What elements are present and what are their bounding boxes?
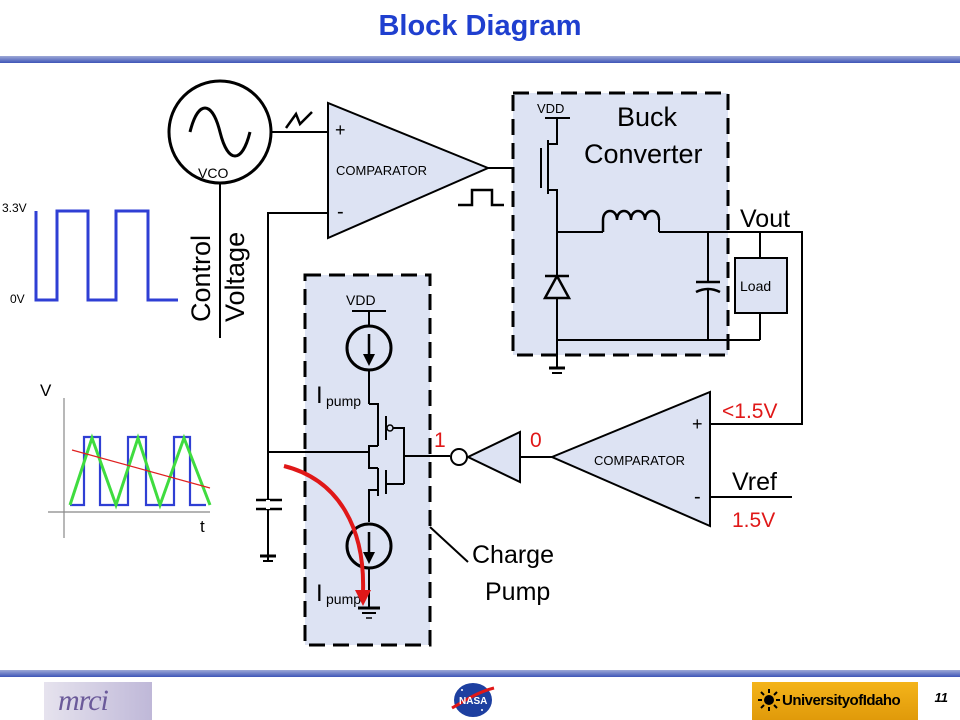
cp-vdd-label: VDD <box>346 292 376 308</box>
inverter-triangle <box>465 430 521 484</box>
vref-value: 1.5V <box>732 509 775 532</box>
square-wave-trace <box>34 209 178 302</box>
ipump-top-sub: pump <box>326 393 361 409</box>
vco-label: VCO <box>198 165 228 181</box>
cp-nmos-bottom <box>368 489 378 522</box>
charge-pump-dashed-box <box>303 273 432 647</box>
buck-converter-block: Buck Converter VDD Load <box>511 91 803 425</box>
sawtooth-icon <box>284 111 313 129</box>
pmos-source <box>548 189 558 232</box>
bottom-comparator-label: COMPARATOR <box>594 453 685 468</box>
ipump-bottom-sub: pump <box>326 591 361 607</box>
mrci-logo: mrci <box>44 682 152 720</box>
top-comparator-plus: + <box>335 120 346 140</box>
square-wave-low-label: 0V <box>10 292 25 306</box>
loop-wire-mask <box>266 500 270 509</box>
slide-number: 11 <box>934 690 949 705</box>
square-wave-plot: 3.3V 0V <box>2 201 178 306</box>
minus-input-wire <box>267 212 328 560</box>
svg-text:NASA: NASA <box>459 696 487 707</box>
university-of-idaho-logo: UniversityofIdaho <box>752 682 918 720</box>
t-axis-label: t <box>200 517 205 536</box>
slide-title: Block Diagram <box>378 10 582 42</box>
buck-dashed-box <box>511 91 730 357</box>
vout-label: Vout <box>740 205 790 233</box>
bottom-divider-band <box>0 670 960 677</box>
ipump-top-I: I <box>316 382 323 409</box>
vout-feedback-wire <box>710 231 803 425</box>
top-comparator-label: COMPARATOR <box>336 163 427 178</box>
sun-icon <box>758 689 780 711</box>
bottom-current-arrow-head <box>363 552 375 564</box>
cp-gate-wire-top <box>393 427 405 484</box>
top-comparator: + - COMPARATOR <box>267 101 540 560</box>
ipump-bottom-I: I <box>316 580 323 607</box>
loop-filter-capacitor <box>256 498 282 562</box>
triangle-trace <box>68 433 212 510</box>
charge-pump-title-line2: Pump <box>485 578 550 606</box>
sine-icon <box>188 106 252 158</box>
inductor-icon <box>601 209 661 232</box>
vref-label: Vref <box>732 468 777 496</box>
inverter-bubble <box>450 448 468 466</box>
inverter-output-label: 1 <box>434 429 446 452</box>
inverter: 1 0 <box>434 429 552 484</box>
vco-block: VCO Control Voltage <box>167 79 273 338</box>
comparator-output-label: 0 <box>530 429 542 452</box>
cp-output-node <box>368 445 378 469</box>
mrci-logo-text: mrci <box>58 684 109 717</box>
load-label: Load <box>740 278 771 294</box>
buck-title-line2: Converter <box>584 139 703 169</box>
charge-pump-block: VDD I pump I pump <box>268 273 554 647</box>
pulse-icon <box>458 188 504 207</box>
bottom-comparator: + - COMPARATOR <1.5V Vref 1.5V <box>549 390 792 532</box>
buck-vdd-label: VDD <box>537 101 564 116</box>
nasa-logo: NASA <box>451 683 495 717</box>
comparator-input-label: <1.5V <box>722 400 777 423</box>
square-wave-high-label: 3.3V <box>2 201 27 215</box>
discharge-arrow-head <box>355 590 371 606</box>
control-voltage-label-line1: Control <box>186 235 216 322</box>
university-of-idaho-text: UniversityofIdaho <box>782 692 901 709</box>
trend-line <box>71 449 211 489</box>
charge-pump-waveform-plot: V t <box>40 381 212 538</box>
top-comparator-triangle <box>327 101 491 240</box>
charge-pump-pointer <box>429 526 469 563</box>
v-axis-label: V <box>40 381 52 400</box>
bottom-comparator-minus: - <box>694 486 701 508</box>
buck-title-line1: Buck <box>617 102 678 132</box>
control-voltage-label-line2: Voltage <box>220 232 250 322</box>
top-divider-band <box>0 56 960 63</box>
charge-pump-title-line1: Charge <box>472 541 554 569</box>
top-comparator-minus: - <box>337 201 344 223</box>
load-box <box>734 257 788 314</box>
pmos-drain <box>548 140 558 145</box>
bottom-comparator-triangle <box>549 390 711 528</box>
top-current-arrow-head <box>363 354 375 366</box>
bottom-comparator-plus: + <box>692 414 703 434</box>
discharge-arrow <box>283 464 366 593</box>
